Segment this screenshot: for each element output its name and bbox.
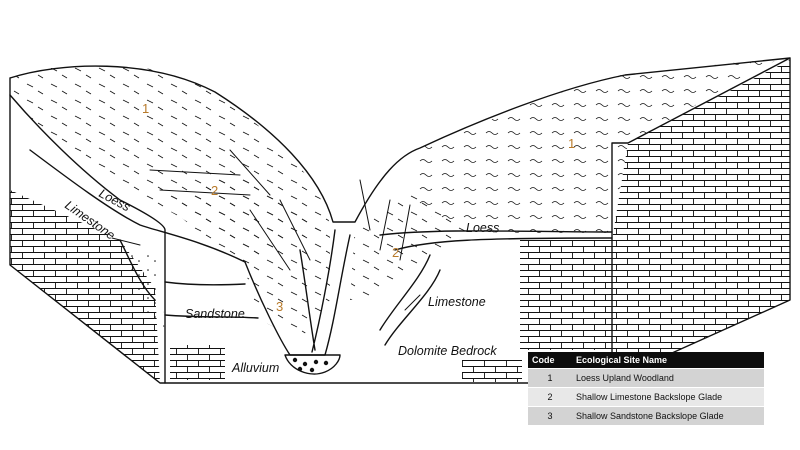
region-number-east-upland: 1 [568, 136, 575, 151]
alluvium-pebbles [292, 357, 329, 373]
east-limestone-band [379, 254, 441, 346]
west-limestone-band [119, 239, 259, 319]
east-loess-boundary [394, 237, 613, 251]
region-number-sandstone-glade: 3 [276, 299, 283, 314]
west-loess-boundary [29, 149, 246, 263]
legend-table: Code Ecological Site Name 1 Loess Upland… [528, 352, 764, 425]
east-glade-texture [350, 190, 470, 300]
limestone-leader-west [111, 237, 141, 246]
label-loess-east: Loess [466, 221, 499, 235]
legend-row: 1 Loess Upland Woodland [528, 368, 764, 388]
glade-texture [160, 170, 330, 340]
legend-code: 2 [528, 387, 572, 407]
west-block-face [10, 95, 160, 383]
legend-site-name: Shallow Limestone Backslope Glade [572, 387, 764, 407]
glade-fissures [149, 149, 411, 271]
legend-row: 2 Shallow Limestone Backslope Glade [528, 387, 764, 407]
region-number-west-upland: 1 [142, 101, 149, 116]
east-block-face [612, 60, 790, 380]
dolomite-brick-west [170, 345, 225, 380]
legend-header-name: Ecological Site Name [572, 352, 764, 369]
region-number-west-glade: 2 [211, 183, 218, 198]
limestone-speck-west [120, 240, 165, 340]
label-sandstone: Sandstone [185, 307, 245, 321]
legend-code: 1 [528, 368, 572, 388]
label-dolomite-bedrock: Dolomite Bedrock [398, 344, 497, 358]
label-limestone-east: Limestone [428, 295, 486, 309]
legend-code: 3 [528, 406, 572, 425]
label-alluvium: Alluvium [231, 361, 279, 375]
dolomite-brick-east [520, 240, 615, 350]
legend-header-row: Code Ecological Site Name [528, 352, 764, 369]
legend-header-code: Code [528, 352, 572, 369]
alluvium-pocket [284, 354, 341, 375]
legend-site-name: Loess Upland Woodland [572, 368, 764, 388]
east-loess-texture [410, 58, 780, 235]
limestone-leader-east [404, 294, 421, 311]
region-number-east-glade: 2 [392, 245, 399, 260]
dolomite-brick-east-low [462, 360, 522, 382]
west-front-edge [9, 94, 166, 384]
legend-row: 3 Shallow Sandstone Backslope Glade [528, 406, 764, 425]
east-front-edge [379, 230, 613, 236]
legend-site-name: Shallow Sandstone Backslope Glade [572, 406, 764, 425]
